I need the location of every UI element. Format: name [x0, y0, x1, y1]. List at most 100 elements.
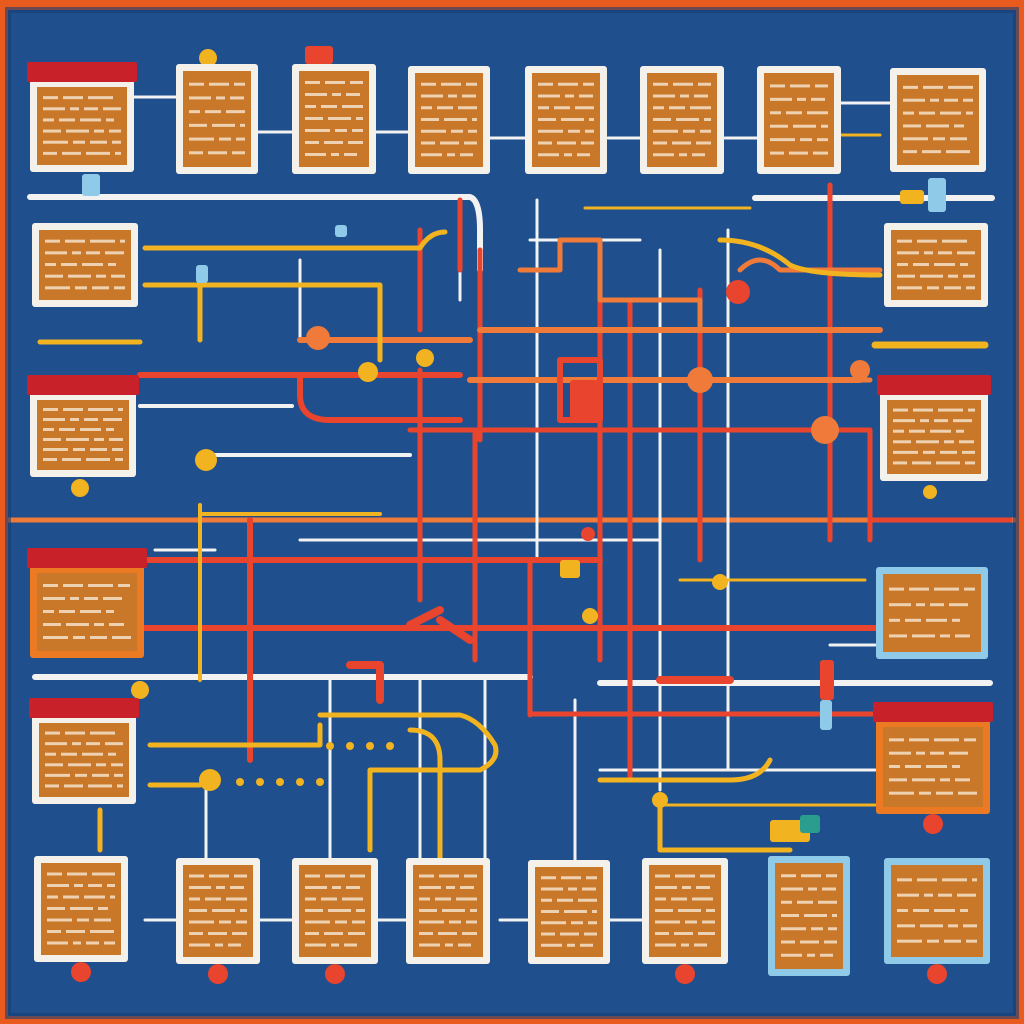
junction-blob: [712, 574, 728, 590]
card-text-line: [43, 129, 61, 133]
card-text-line: [966, 939, 977, 943]
card-text-line: [73, 140, 85, 144]
card-text-line: [912, 461, 931, 465]
card-text-line: [189, 886, 211, 889]
card-text-line: [964, 587, 975, 591]
card-text-line: [889, 738, 904, 742]
card-text-line: [305, 909, 323, 912]
card-text-line: [88, 884, 102, 887]
card-text-line: [468, 129, 477, 133]
card-text-line: [460, 886, 474, 889]
card-text-line: [108, 752, 116, 756]
card-text-line: [98, 907, 108, 910]
card-text-line: [930, 603, 944, 607]
junction-blob: [199, 769, 221, 791]
card-text-line: [700, 129, 711, 133]
card-text-line: [448, 94, 457, 98]
card-text-line: [47, 941, 68, 945]
card-text-line: [216, 886, 225, 889]
card-text-line: [62, 151, 81, 155]
card-header-bar: [27, 62, 137, 82]
card-text-line: [80, 610, 101, 613]
card-text-line: [972, 878, 977, 882]
card-text-line: [927, 286, 939, 290]
card-text-line: [108, 263, 116, 266]
card-text-line: [189, 874, 204, 878]
card-text-line: [800, 940, 819, 944]
card-text-line: [770, 84, 785, 88]
card-text-line: [934, 738, 959, 742]
card-text-line: [189, 96, 211, 100]
card-text-line: [421, 118, 439, 121]
red-grid-center: [407, 182, 873, 783]
card-text-line: [561, 876, 581, 880]
card-text-line: [565, 94, 574, 98]
card-text-line: [538, 141, 552, 145]
card-text-line: [655, 897, 666, 901]
card-text-line: [451, 129, 463, 133]
card-text-line: [335, 920, 347, 924]
card-text-line: [65, 731, 85, 735]
card-text-line: [77, 918, 89, 922]
card-text-line: [797, 900, 813, 904]
card-text-line: [419, 943, 440, 947]
card-text-line: [70, 418, 79, 421]
card-text-line: [305, 117, 323, 120]
card-text-line: [189, 137, 214, 141]
card-text-line: [43, 428, 54, 431]
card-text-line: [103, 107, 121, 111]
card-text-line: [43, 140, 68, 144]
card-text-line: [706, 909, 715, 912]
card-text-line: [73, 448, 85, 451]
card-text-line: [208, 932, 227, 935]
card-text-line: [189, 943, 210, 947]
card-top-2: [176, 64, 258, 174]
card-text-line: [696, 886, 710, 889]
card-text-line: [45, 763, 63, 767]
card-text-line: [655, 886, 677, 889]
card-text-line: [889, 618, 900, 622]
card-text-line: [674, 932, 693, 935]
card-text-line: [955, 634, 970, 638]
card-text-line: [936, 791, 953, 795]
card-text-line: [59, 118, 75, 122]
card-text-line: [950, 137, 967, 141]
card-text-line: [694, 943, 707, 947]
card-text-line: [893, 440, 911, 444]
card-text-line: [912, 634, 935, 638]
card-text-line: [655, 943, 676, 947]
yellow-trace-top-left: [142, 229, 448, 363]
card-text-line: [581, 141, 594, 145]
junction-blob: [581, 527, 595, 541]
card-text-line: [966, 111, 973, 115]
card-text-line: [43, 448, 68, 451]
card-text-line: [444, 118, 467, 121]
card-text-line: [68, 763, 91, 767]
card-text-line: [811, 927, 823, 931]
card-top-4: [408, 66, 490, 174]
card-text-line: [111, 763, 123, 767]
card-text-line: [682, 886, 691, 889]
yellow-loop-lower: [317, 712, 499, 853]
card-text-line: [70, 907, 93, 910]
card-text-line: [114, 773, 123, 777]
card-text-line: [655, 932, 669, 935]
card-bottom-7: [768, 856, 850, 976]
card-text-line: [90, 140, 107, 144]
card-text-line: [45, 286, 70, 290]
card-text-line: [219, 920, 231, 924]
card-text-line: [332, 886, 341, 889]
card-text-line: [913, 263, 929, 266]
card-text-line: [305, 129, 330, 132]
card-text-line: [781, 874, 796, 878]
card-text-line: [930, 98, 939, 102]
card-text-line: [344, 153, 357, 156]
card-text-line: [944, 98, 958, 102]
card-text-line: [560, 932, 579, 936]
card-text-line: [917, 878, 937, 882]
card-text-line: [567, 943, 575, 947]
card-text-line: [948, 274, 958, 278]
card-text-line: [557, 141, 576, 145]
card-text-line: [889, 587, 904, 591]
card-text-line: [694, 94, 708, 98]
